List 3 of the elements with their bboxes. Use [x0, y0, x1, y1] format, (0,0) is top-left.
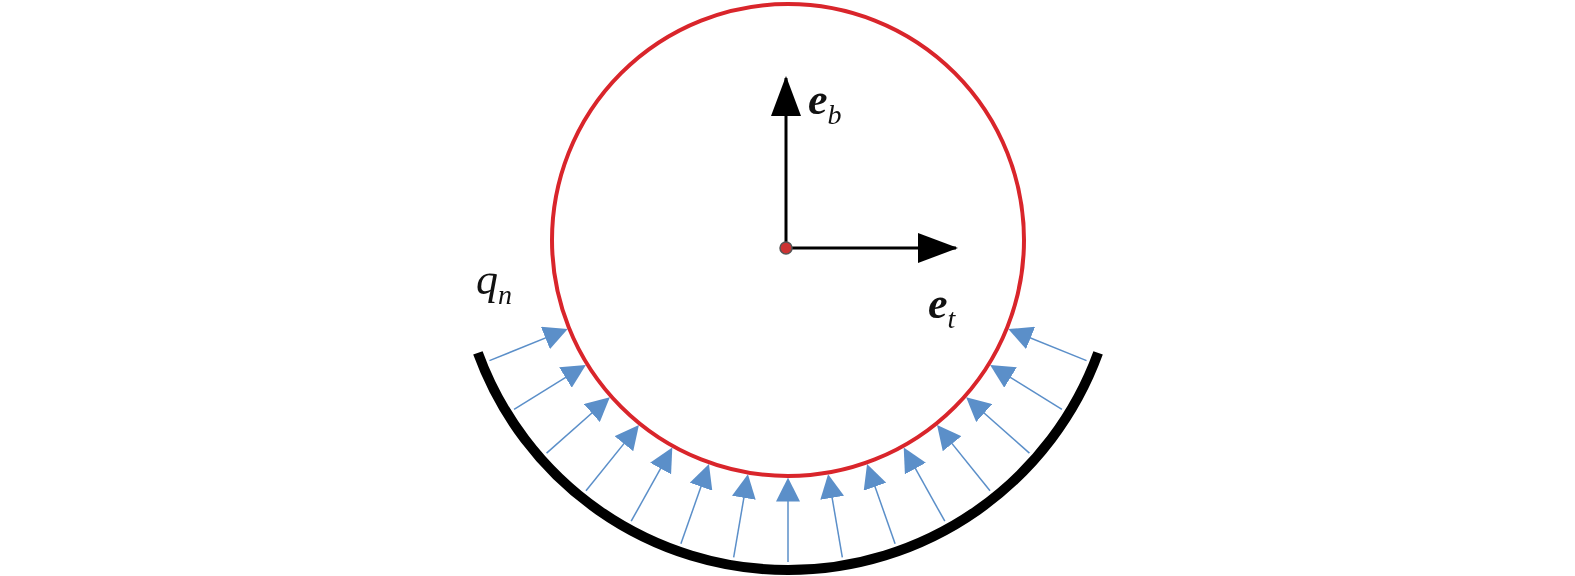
- load-label: q$_{n}$: [476, 258, 512, 309]
- axis-label: e$_{t}$: [928, 282, 956, 333]
- axis-label: e$_{b}$: [808, 78, 842, 129]
